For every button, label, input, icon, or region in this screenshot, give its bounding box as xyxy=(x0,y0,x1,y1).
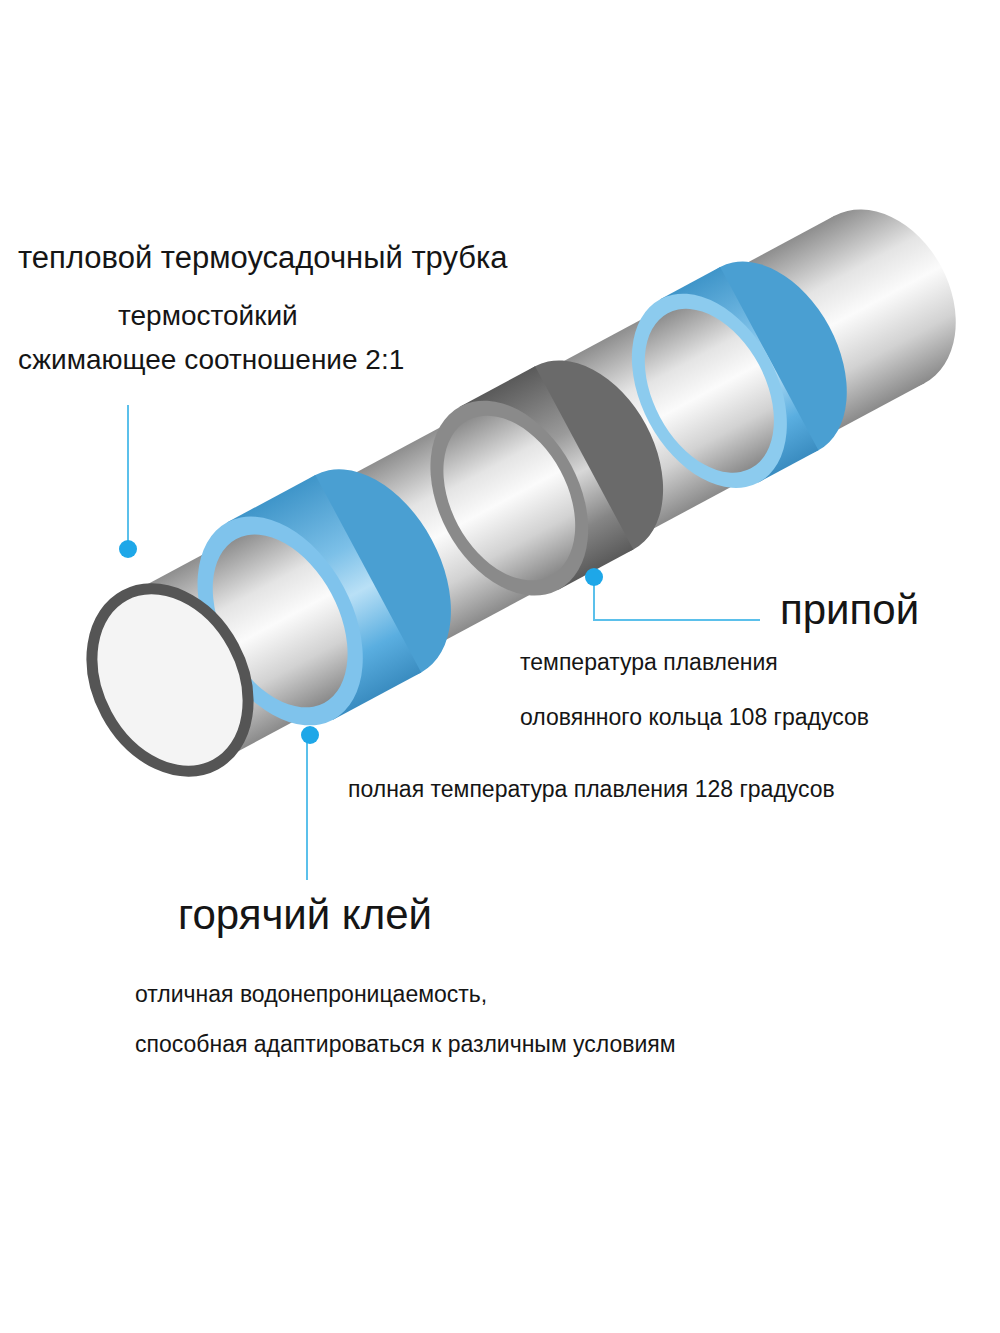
tube-open-end xyxy=(61,561,279,798)
note-text: термостойкий xyxy=(118,299,298,333)
leader-dot xyxy=(585,568,603,586)
leader-dot xyxy=(301,726,319,744)
part-name: горячий клей xyxy=(178,890,432,940)
note-text: полная температура плавления 128 градусо… xyxy=(348,776,835,804)
part-name: припой xyxy=(780,585,919,635)
note-text: сжимающее соотношение 2:1 xyxy=(18,343,404,377)
note-text: отличная водонепроницаемость, xyxy=(135,981,487,1009)
note-text: тепловой термоусадочный трубка xyxy=(18,239,508,276)
leader-lines xyxy=(128,405,760,880)
leader-line xyxy=(594,585,760,620)
leader-line xyxy=(306,743,308,880)
note-text: способная адаптироваться к различным усл… xyxy=(135,1031,676,1059)
leader-dot xyxy=(119,540,137,558)
note-text: оловянного кольца 108 градусов xyxy=(520,704,869,732)
note-text: температура плавления xyxy=(520,649,778,677)
leader-line xyxy=(127,405,129,541)
